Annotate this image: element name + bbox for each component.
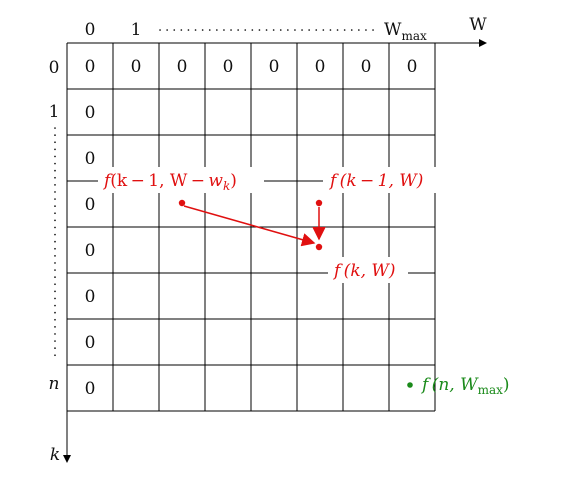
dp-grid [66, 42, 436, 412]
label-bg-prev-same [323, 167, 441, 193]
label-bg-prev-shifted [98, 167, 264, 193]
top-row-cell-value: 0 [177, 57, 188, 77]
dot-prev-same [315, 199, 323, 207]
f-prev-row-shifted-label: f(k − 1, W − wk) [102, 171, 237, 193]
dp-grid-values: 0 0 0 0 0 0 0 0 0 0 0 0 0 0 0 [85, 57, 418, 399]
f-final-label: f (n, Wmax) [420, 375, 510, 397]
first-col-cell-value: 0 [85, 103, 96, 123]
left-label-zero: 0 [49, 58, 60, 78]
left-label-one: 1 [49, 102, 60, 122]
left-label-n: n [49, 374, 60, 394]
top-row-cell-value: 0 [361, 57, 372, 77]
w-axis-label: W [469, 15, 487, 35]
top-row-cell-value: 0 [131, 57, 142, 77]
k-axis-label: k [50, 445, 60, 465]
top-row-cell-value: 0 [269, 57, 280, 77]
top-label-one: 1 [131, 20, 142, 40]
dot-prev-shifted [178, 199, 186, 207]
top-label-zero: 0 [85, 20, 96, 40]
top-row-cell-value: 0 [407, 57, 418, 77]
dot-current [315, 243, 323, 251]
top-row-cell-value: 0 [85, 57, 96, 77]
first-col-cell-value: 0 [85, 149, 96, 169]
label-bg-current [328, 257, 408, 283]
first-col-cell-value: 0 [85, 241, 96, 261]
arrow-diagonal [183, 205, 316, 247]
top-row-cell-value: 0 [315, 57, 326, 77]
first-col-cell-value: 0 [85, 287, 96, 307]
first-col-cell-value: 0 [85, 195, 96, 215]
dot-final [407, 382, 413, 388]
f-current-label: f (k, W) [332, 261, 396, 281]
top-label-wmax: Wmax [384, 20, 427, 43]
first-col-cell-value: 0 [85, 333, 96, 353]
f-prev-row-same-label: f (k − 1, W) [328, 171, 423, 191]
top-row-cell-value: 0 [223, 57, 234, 77]
first-col-cell-value: 0 [85, 379, 96, 399]
